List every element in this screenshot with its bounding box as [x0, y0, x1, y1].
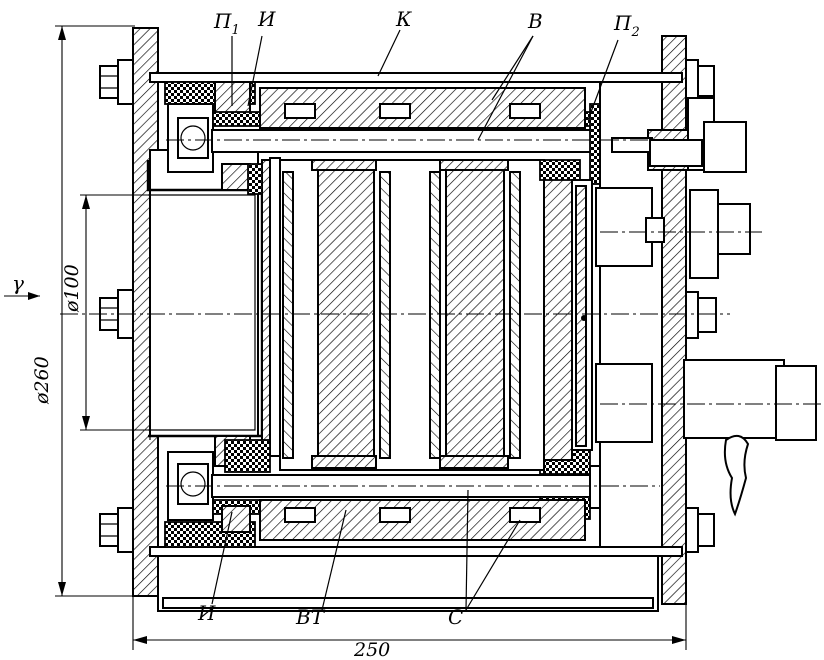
dim-text-len250: 250	[353, 639, 390, 660]
left-top-bolt	[99, 59, 134, 105]
label-p2: П2	[613, 11, 640, 40]
dimension-d100	[80, 194, 150, 431]
outer-casing	[149, 72, 683, 612]
gamma-arrow	[4, 292, 40, 300]
axis-marker	[581, 315, 587, 321]
right-flange	[661, 35, 687, 605]
label-gamma: γ	[12, 271, 24, 295]
right-middle-bolt	[685, 291, 717, 339]
label-k: К	[395, 7, 412, 31]
dimension-len250	[132, 596, 687, 650]
right-bottom-bolt	[685, 507, 715, 553]
electrode-stack	[259, 87, 593, 541]
label-c: С	[448, 605, 463, 629]
dimension-d260	[55, 25, 135, 597]
output-connector	[683, 359, 817, 517]
leader-lines	[211, 29, 619, 611]
dim-text-d100: ø100	[61, 264, 83, 313]
label-i-top: И	[257, 7, 276, 31]
dim-text-d260: ø260	[31, 356, 53, 405]
left-bottom-bolt	[99, 507, 134, 553]
label-p1: П1	[213, 9, 240, 38]
connector-top	[611, 97, 747, 173]
entrance-window	[146, 149, 281, 457]
label-v: В	[527, 9, 543, 33]
label-vt: ВТ	[295, 605, 326, 629]
label-i-bottom: И	[197, 601, 216, 625]
right-top-bolt	[685, 59, 715, 103]
